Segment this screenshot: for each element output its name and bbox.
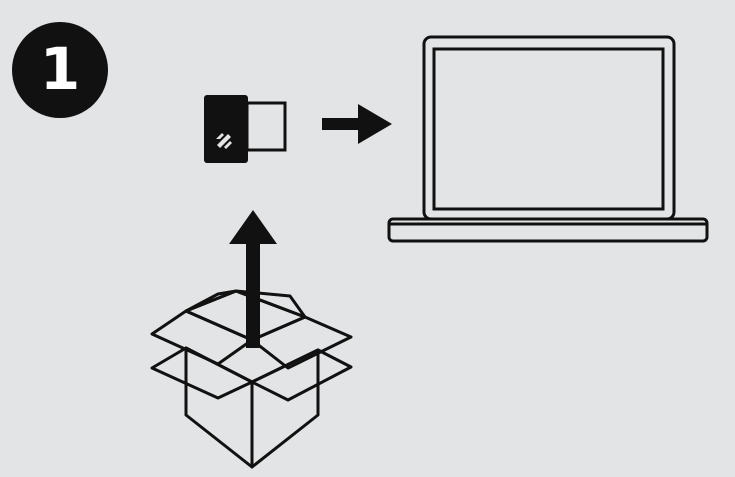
open-box-icon — [150, 289, 353, 469]
arrow-right-icon — [322, 104, 392, 144]
step-number-badge: 1 — [12, 22, 108, 118]
brand-logo-icon — [216, 133, 232, 149]
laptop-icon — [387, 35, 709, 243]
step-number: 1 — [39, 35, 81, 103]
usb-adapter-icon — [204, 95, 287, 163]
arrow-up-icon — [229, 210, 277, 348]
